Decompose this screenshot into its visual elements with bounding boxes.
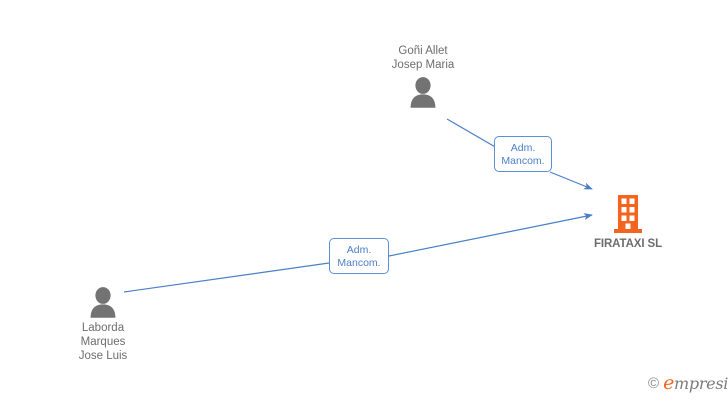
person-node-goni-allet-josep-maria[interactable]: Goñi Allet Josep Maria — [343, 44, 503, 108]
person-node-laborda-marques-jose-luis[interactable]: Laborda Marques Jose Luis — [23, 286, 183, 363]
watermark-brand-rest: mpresia — [674, 374, 728, 393]
copyright-icon: © — [648, 375, 660, 392]
edge-top-label-to-company — [549, 171, 593, 190]
watermark-brand: empresia — [663, 372, 728, 394]
watermark-empresia: © empresia — [648, 372, 728, 394]
company-node-firataxi-sl[interactable]: FIRATAXI SL — [548, 194, 708, 250]
person-icon — [410, 77, 436, 108]
edge-top-person-to-label — [446, 118, 498, 149]
person-icon — [90, 287, 116, 318]
relation-label-top[interactable]: Adm. Mancom. — [494, 136, 552, 172]
person-bottom-label: Laborda Marques Jose Luis — [78, 322, 128, 362]
relation-label-bottom[interactable]: Adm. Mancom. — [329, 238, 389, 274]
building-icon — [614, 195, 642, 233]
person-top-label: Goñi Allet Josep Maria — [391, 45, 455, 71]
company-label: FIRATAXI SL — [593, 238, 663, 250]
watermark-brand-initial: e — [663, 372, 675, 394]
